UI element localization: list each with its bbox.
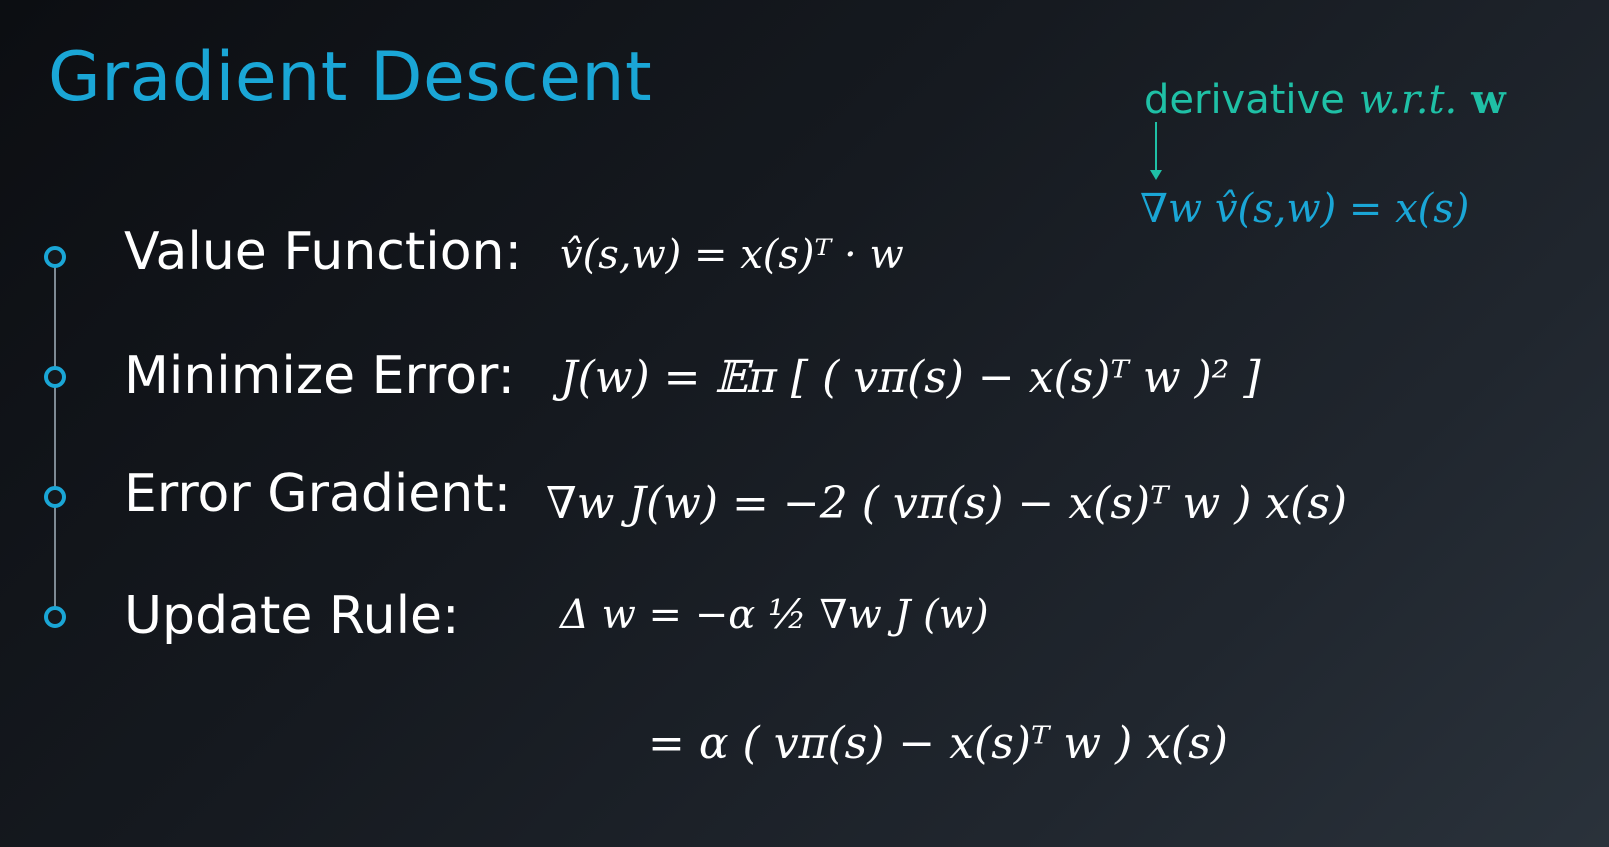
slide-title: Gradient Descent [48,38,653,117]
label-minimize-error: Minimize Error: [124,346,515,406]
annotation-wrt: w.r.t. [1358,77,1458,123]
label-update-rule: Update Rule: [124,586,460,646]
annotation-w: w [1471,76,1506,123]
annotation-formula: ∇w v̂(s,w) = x(s) [1140,186,1470,232]
derivative-annotation: derivative w.r.t. w ∇w v̂(s,w) = x(s) [1140,76,1560,246]
label-value-function: Value Function: [124,222,523,282]
bullet-error-gradient-icon [44,486,66,508]
down-arrow-icon [1150,122,1162,180]
bullet-value-function-icon [44,246,66,268]
formula-minimize-error: J(w) = 𝔼π [ ( vπ(s) − x(s)ᵀ w )² ] [560,352,1261,403]
formula-error-gradient: ∇w J(w) = −2 ( vπ(s) − x(s)ᵀ w ) x(s) [546,478,1348,529]
annotation-text: derivative [1144,77,1345,123]
bullet-update-rule-icon [44,606,66,628]
label-error-gradient: Error Gradient: [124,464,512,524]
bullet-minimize-error-icon [44,366,66,388]
formula-update-rule: Δ w = −α ½ ∇w J (w) [560,592,989,638]
formula-update-continuation: = α ( vπ(s) − x(s)ᵀ w ) x(s) [648,718,1228,769]
timeline-line [54,256,56,618]
formula-value-function: v̂(s,w) = x(s)ᵀ · w [560,232,904,278]
annotation-label: derivative w.r.t. w [1144,76,1506,123]
